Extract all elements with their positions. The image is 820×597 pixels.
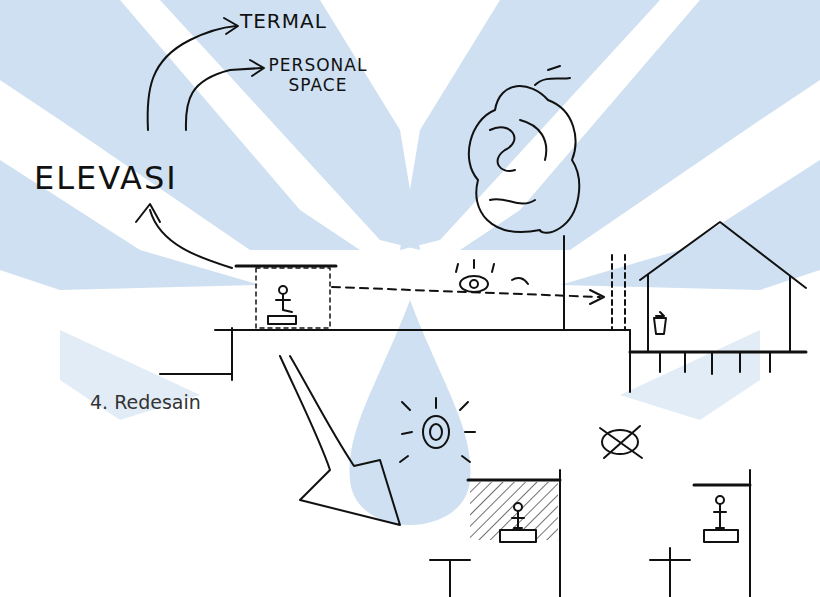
handwritten-title: ELEVASI <box>34 160 224 197</box>
watermark <box>0 0 820 525</box>
handwritten-label: TERMAL <box>240 10 380 33</box>
sketch-lines <box>136 18 806 597</box>
step-label: 4. Redesain <box>90 392 250 414</box>
handwritten-label: PERSONAL SPACE <box>266 56 370 95</box>
